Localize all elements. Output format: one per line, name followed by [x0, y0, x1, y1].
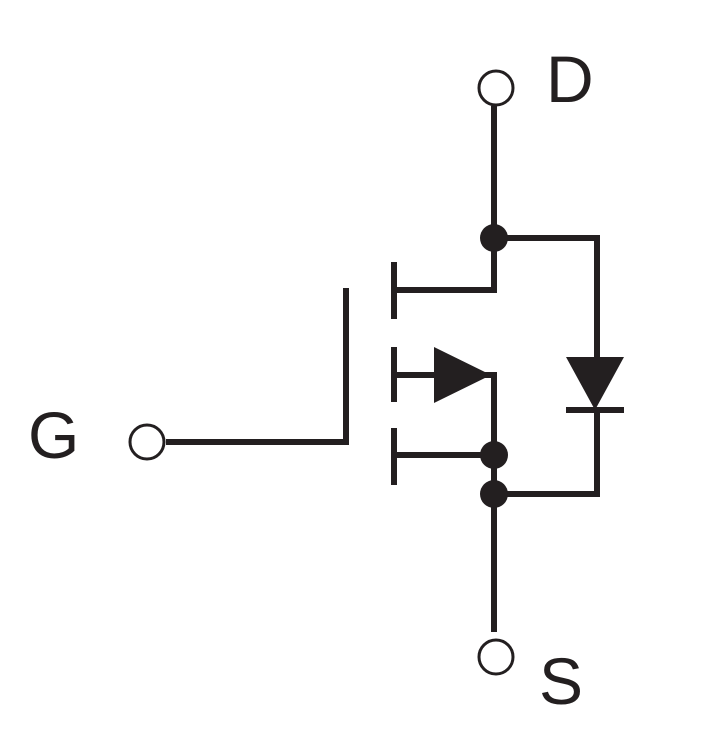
- body-connection-wire: [396, 372, 497, 455]
- source-channel-wire: [396, 452, 497, 494]
- source-junction-dot-upper: [480, 441, 508, 469]
- gate-label: G: [28, 398, 80, 472]
- source-terminal: [477, 638, 515, 676]
- body-arrow: [434, 347, 491, 403]
- source-label: S: [539, 644, 584, 718]
- drain-channel-wire: [396, 238, 497, 293]
- gate-lead-wire: [166, 288, 349, 445]
- drain-diode-wire: [494, 235, 600, 360]
- body-diode-triangle: [566, 357, 624, 410]
- source-junction-dot-lower: [480, 480, 508, 508]
- drain-junction-dot: [480, 224, 508, 252]
- drain-terminal: [477, 69, 515, 107]
- drain-label: D: [546, 42, 594, 116]
- gate-terminal: [128, 423, 166, 461]
- diode-source-wire: [494, 410, 600, 497]
